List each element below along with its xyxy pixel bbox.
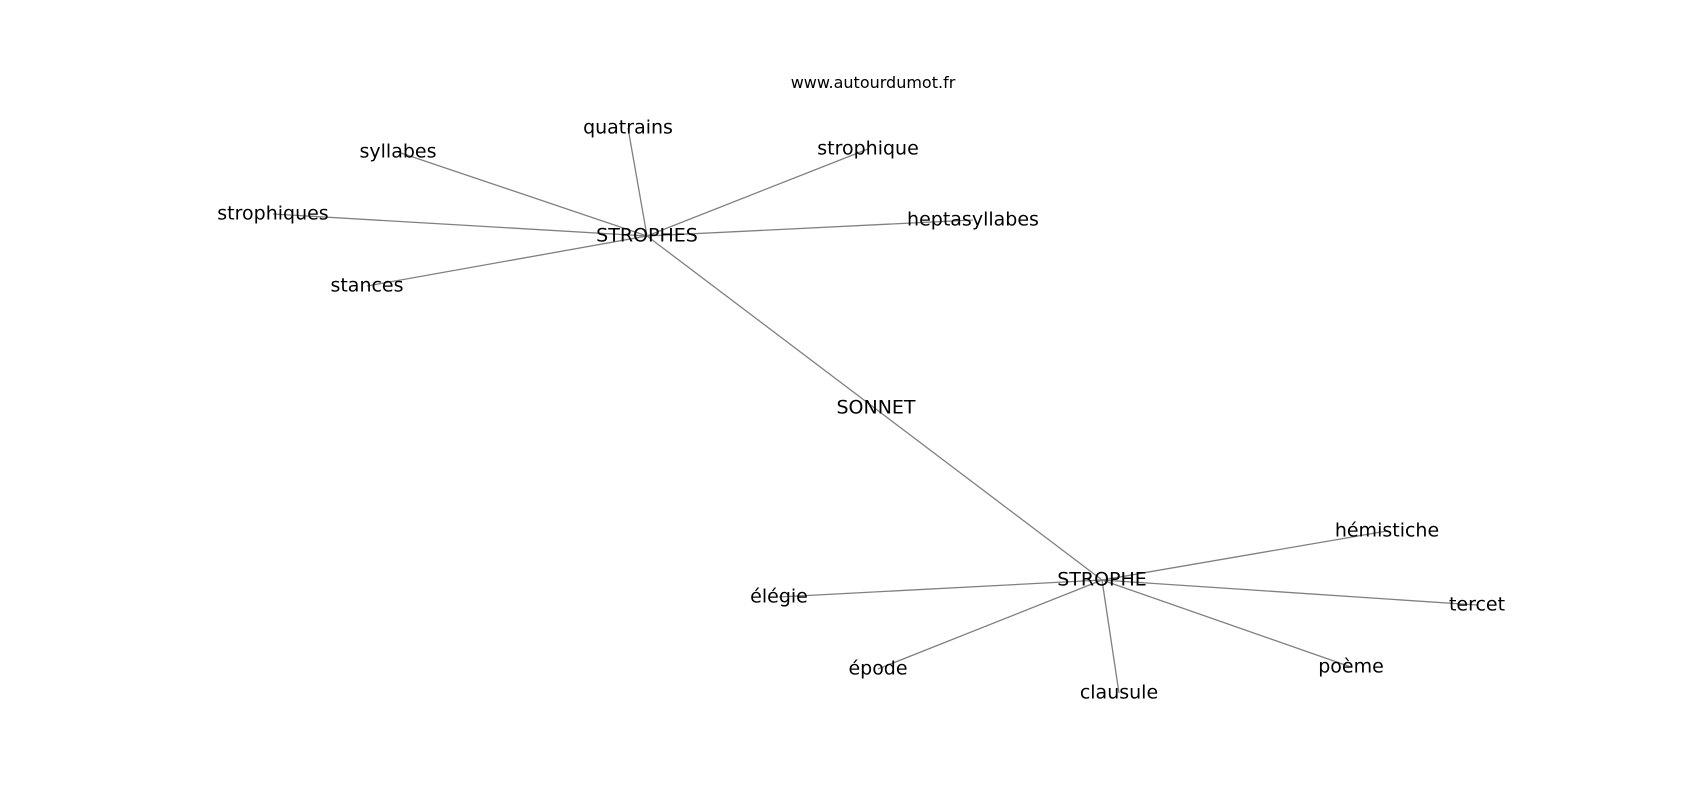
edge-strophes-quatrains <box>627 127 648 237</box>
node-strophes[interactable]: STROPHES <box>596 225 698 247</box>
edge-strophe-hemistiche <box>1101 530 1388 581</box>
edge-layer <box>272 127 1478 694</box>
node-strophiques[interactable]: strophiques <box>217 203 328 225</box>
edge-strophes-strophiques <box>272 213 648 237</box>
node-elegie[interactable]: élégie <box>750 586 808 608</box>
node-tercet[interactable]: tercet <box>1449 594 1505 616</box>
edge-strophe-elegie <box>778 579 1103 598</box>
edge-strophes-heptasyllabes <box>646 219 974 237</box>
node-heptasyllabes[interactable]: heptasyllabes <box>907 209 1039 231</box>
edge-strophe-tercet <box>1101 579 1478 606</box>
node-sonnet[interactable]: SONNET <box>836 397 915 419</box>
source-label: www.autourdumot.fr <box>791 73 956 92</box>
node-syllabes[interactable]: syllabes <box>360 141 437 163</box>
node-clausule[interactable]: clausule <box>1080 682 1158 704</box>
node-hemistiche[interactable]: hémistiche <box>1335 520 1439 542</box>
node-strophique[interactable]: strophique <box>817 138 919 160</box>
node-stances[interactable]: stances <box>330 275 403 297</box>
edge-strophes-stances <box>366 235 648 287</box>
edge-strophes-strophe <box>646 235 1103 581</box>
node-poeme[interactable]: poème <box>1318 656 1384 678</box>
node-quatrains[interactable]: quatrains <box>583 117 673 139</box>
edge-strophes-strophique <box>646 148 869 237</box>
edge-strophe-clausule <box>1101 579 1120 694</box>
edge-strophe-epode <box>877 579 1103 670</box>
node-epode[interactable]: épode <box>848 658 907 680</box>
edge-strophes-syllabes <box>397 151 648 237</box>
node-strophe[interactable]: STROPHE <box>1057 569 1147 591</box>
node-layer: STROPHES STROPHE quatrains syllabes strophiq… <box>217 117 1505 704</box>
edge-strophe-poeme <box>1101 579 1352 668</box>
